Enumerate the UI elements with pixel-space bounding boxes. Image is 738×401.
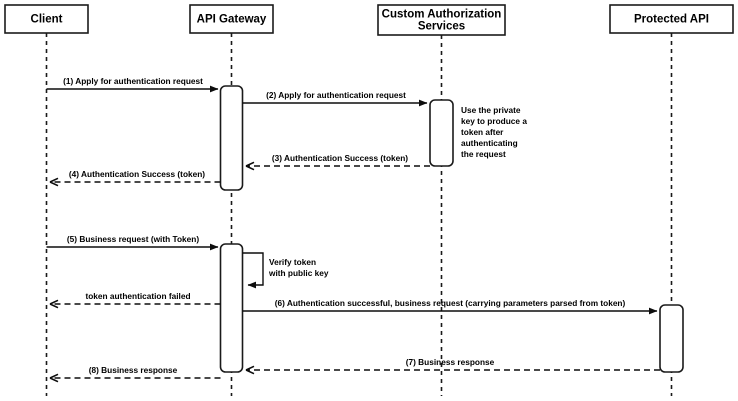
message-2[interactable]: (2) Apply for authentication request — [242, 90, 428, 107]
message-7-label: (7) Business response — [406, 357, 495, 367]
note-private-key-line1: Use the private — [461, 105, 521, 115]
message-self-verify-token-line2: with public key — [268, 268, 329, 278]
message-token-authentication-failed[interactable]: token authentication failed — [49, 291, 221, 309]
participant-header-api-gateway[interactable]: API Gateway — [189, 4, 274, 34]
participant-header-protected-api[interactable]: Protected API — [609, 4, 734, 34]
message-6-label: (6) Authentication successful, business … — [275, 298, 626, 308]
participant-label-protected-api: Protected API — [634, 14, 709, 26]
message-7[interactable]: (7) Business response — [245, 357, 660, 375]
participant-label-custom-auth-line1: Custom Authorization — [382, 9, 502, 21]
message-self-verify-token[interactable]: Verify token with public key — [242, 252, 329, 289]
message-8-label: (8) Business response — [89, 365, 178, 375]
participant-label-client: Client — [31, 14, 63, 26]
activation-api-gateway-auth — [219, 85, 244, 191]
message-1-label: (1) Apply for authentication request — [63, 76, 203, 86]
note-private-key-line2: key to produce a — [461, 116, 527, 126]
message-5[interactable]: (5) Business request (with Token) — [46, 234, 219, 251]
message-5-label: (5) Business request (with Token) — [67, 234, 199, 244]
message-3-label: (3) Authentication Success (token) — [272, 153, 408, 163]
participant-label-api-gateway: API Gateway — [197, 14, 267, 26]
note-private-key: Use the private key to produce a token a… — [461, 105, 527, 159]
participant-label-custom-auth-line2: Services — [418, 21, 465, 33]
activation-custom-auth — [429, 99, 454, 167]
activation-api-gateway-business — [219, 243, 244, 373]
message-token-authentication-failed-label: token authentication failed — [85, 291, 190, 301]
participant-header-custom-auth[interactable]: Custom Authorization Services — [377, 4, 506, 36]
message-2-label: (2) Apply for authentication request — [266, 90, 406, 100]
activation-protected-api — [659, 304, 684, 373]
message-1[interactable]: (1) Apply for authentication request — [46, 76, 219, 93]
note-private-key-line5: the request — [461, 149, 506, 159]
message-6[interactable]: (6) Authentication successful, business … — [242, 298, 658, 315]
note-private-key-line3: token after — [461, 127, 504, 137]
message-8[interactable]: (8) Business response — [49, 365, 221, 383]
message-4-label: (4) Authentication Success (token) — [69, 169, 205, 179]
note-private-key-line4: authenticating — [461, 138, 518, 148]
participant-header-client[interactable]: Client — [4, 4, 89, 34]
message-4[interactable]: (4) Authentication Success (token) — [49, 169, 221, 187]
message-self-verify-token-line1: Verify token — [269, 257, 316, 267]
message-3[interactable]: (3) Authentication Success (token) — [245, 153, 430, 171]
